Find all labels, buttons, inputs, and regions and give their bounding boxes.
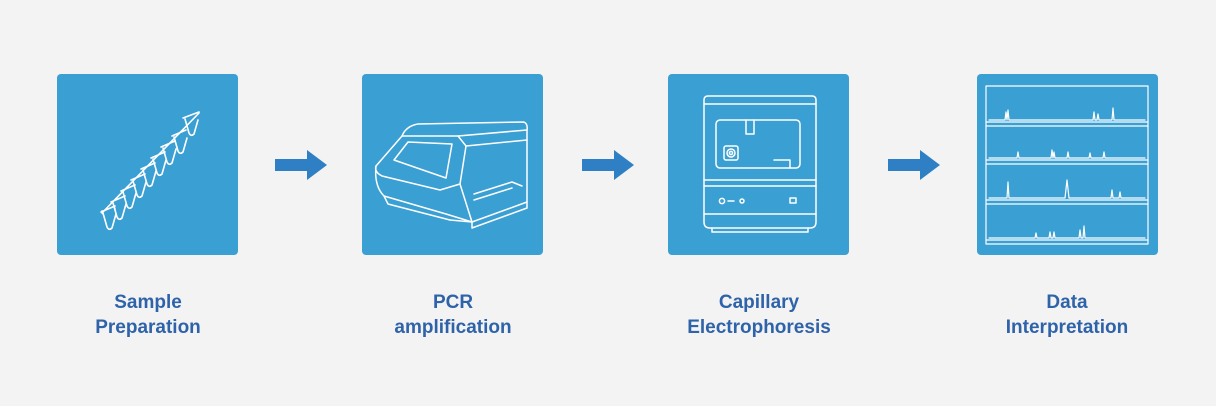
pcr-tube-strip-icon: [100, 111, 200, 231]
step-capillary-electrophoresis-label: Capillary Electrophoresis: [639, 290, 879, 340]
step-sample-preparation-box: [57, 74, 238, 255]
step-pcr-amplification-line1: PCR: [432, 292, 474, 313]
step-data-interpretation-line2: Interpretation: [1005, 317, 1129, 338]
step-data-interpretation-line1: Data: [1046, 292, 1088, 313]
thermal-cycler-icon: [374, 121, 528, 229]
step-capillary-electrophoresis-line2: Electrophoresis: [687, 317, 831, 338]
step-sample-preparation-line1: Sample: [114, 292, 182, 313]
arrow-right-icon: [582, 150, 634, 180]
genetic-analyzer-icon: [703, 95, 817, 233]
step-sample-preparation-line2: Preparation: [95, 317, 201, 338]
step-sample-preparation-label: Sample Preparation: [28, 290, 268, 340]
step-pcr-amplification-line2: amplification: [394, 317, 512, 338]
step-capillary-electrophoresis-box: [668, 74, 849, 255]
step-capillary-electrophoresis-line1: Capillary: [718, 292, 800, 313]
step-data-interpretation-label: Data Interpretation: [947, 290, 1187, 340]
step-data-interpretation-box: [977, 74, 1158, 255]
electropherogram-icon: [985, 85, 1149, 245]
step-pcr-amplification-label: PCR amplification: [333, 290, 573, 340]
arrow-right-icon: [275, 150, 327, 180]
arrow-right-icon: [888, 150, 940, 180]
step-pcr-amplification-box: [362, 74, 543, 255]
